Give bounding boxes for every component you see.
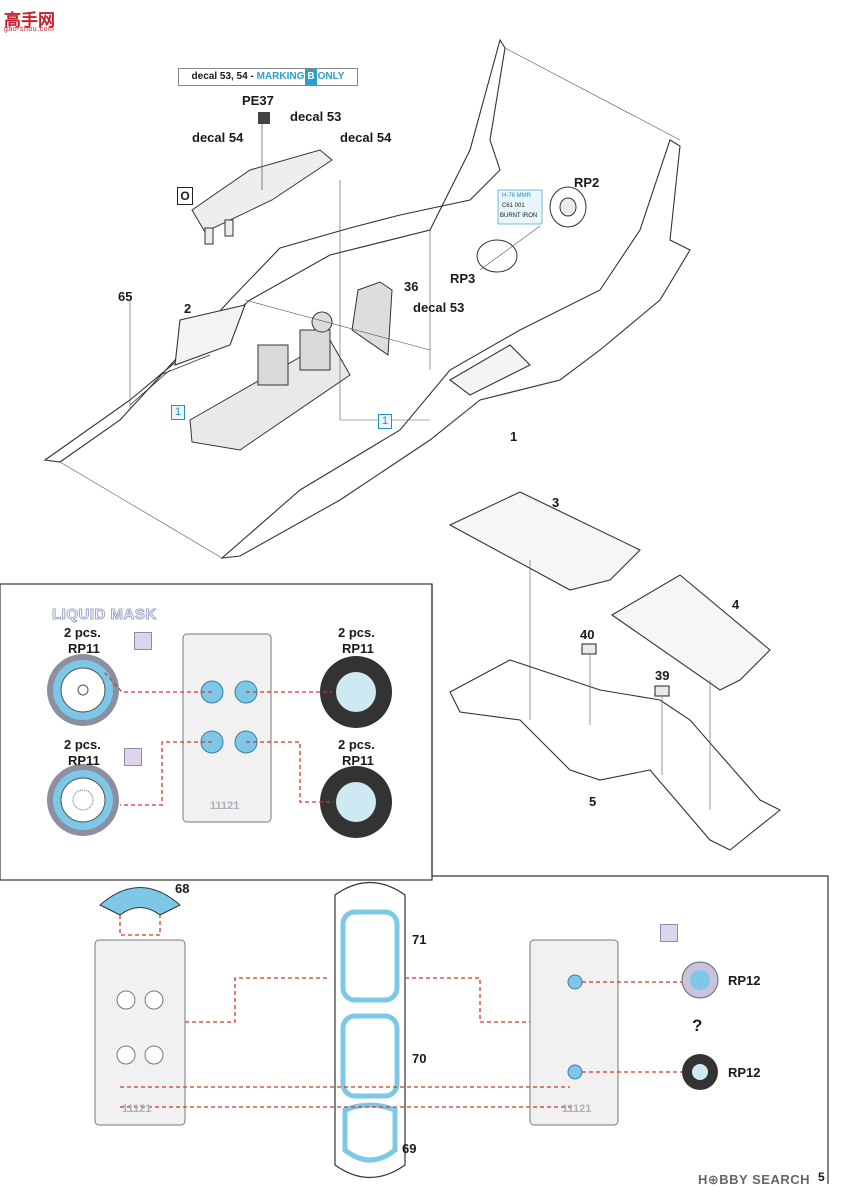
- mask-leader-lines: [103, 671, 334, 806]
- label-39: 39: [655, 668, 670, 683]
- label-5: 5: [589, 794, 597, 809]
- question-mark: ?: [692, 1016, 703, 1035]
- fuselage-half-1: [220, 139, 691, 559]
- color-swatch-3: [660, 924, 678, 942]
- label-2: 2: [184, 301, 192, 316]
- paint-note-2: C61 001: [502, 203, 525, 209]
- mask-sheet-1: [182, 633, 272, 823]
- label-decal53-b: decal 53: [413, 300, 465, 315]
- mask-sheet-2: [94, 939, 186, 1126]
- label-4: 4: [732, 597, 740, 612]
- label-40: 40: [580, 627, 595, 642]
- exhaust-parts: [476, 186, 587, 273]
- label-pe37: PE37: [242, 93, 274, 108]
- label-3: 3: [552, 495, 560, 510]
- label-68: 68: [175, 881, 190, 896]
- lt-qty: 2 pcs.: [64, 625, 101, 640]
- label-rp12-bottom: RP12: [728, 1065, 761, 1080]
- mask-sheet-3-number: 11121: [562, 1103, 592, 1115]
- part-36: [351, 281, 393, 356]
- open-symbol: O: [177, 187, 193, 205]
- label-rp12-top: RP12: [728, 973, 761, 988]
- canopy-leader-lines: [119, 915, 682, 1108]
- page-number: 5: [818, 1170, 825, 1184]
- marking-note-letter: B: [305, 69, 317, 85]
- part-68: [99, 887, 181, 916]
- sequence-box-a: 1: [171, 405, 185, 420]
- fuselage-half-2: [43, 38, 506, 463]
- marking-note-prefix: decal 53, 54 -: [191, 71, 257, 82]
- marking-note-marking: MARKING: [256, 71, 305, 82]
- wing-parts: [448, 491, 782, 851]
- wheel-right-top: [320, 656, 392, 728]
- mask-sheet-1-number: 11121: [210, 800, 240, 812]
- rt-qty: 2 pcs.: [338, 625, 375, 640]
- lb-part: RP11: [68, 753, 100, 768]
- wheel-left-bottom: [47, 764, 119, 836]
- label-71: 71: [412, 932, 427, 947]
- sequence-box-b: 1: [378, 414, 392, 429]
- paint-note-3: BURNT IRON: [500, 213, 538, 219]
- marking-note-suffix: ONLY: [317, 71, 345, 82]
- rp12-wheels: [681, 961, 719, 1090]
- watermark: 高手网: [4, 11, 55, 30]
- label-1: 1: [510, 429, 518, 444]
- mask-sheet-2-number: 11121: [122, 1103, 152, 1115]
- color-swatch-2: [124, 748, 142, 766]
- rb-qty: 2 pcs.: [338, 737, 375, 752]
- liquid-mask-title: LIQUID MASK: [52, 606, 157, 624]
- rt-part: RP11: [342, 641, 374, 656]
- watermark-url: gao-shou.com: [4, 26, 55, 33]
- label-65: 65: [118, 289, 133, 304]
- source-watermark: H⊕BBY SEARCH: [698, 1172, 810, 1187]
- label-rp3: RP3: [450, 271, 476, 286]
- label-decal54-a: decal 54: [192, 130, 244, 145]
- instrument-shroud: [191, 149, 333, 245]
- paint-note-1: H-76 MMR: [502, 193, 532, 199]
- mask-sheet-3: [529, 939, 619, 1126]
- cockpit-tub: [189, 311, 351, 451]
- lb-qty: 2 pcs.: [64, 737, 101, 752]
- label-70: 70: [412, 1051, 427, 1066]
- color-swatch-1: [134, 632, 152, 650]
- label-decal53-a: decal 53: [290, 109, 342, 124]
- label-rp2: RP2: [574, 175, 600, 190]
- label-69: 69: [402, 1141, 417, 1156]
- label-36: 36: [404, 279, 419, 294]
- wheel-left-top: [47, 654, 119, 726]
- rb-part: RP11: [342, 753, 374, 768]
- canopy-frame: [334, 882, 406, 1178]
- pe37-part: [258, 112, 270, 124]
- wheel-right-bottom: [320, 766, 392, 838]
- label-decal54-b: decal 54: [340, 130, 392, 145]
- wing-panel-border: [431, 584, 829, 1184]
- lt-part: RP11: [68, 641, 100, 656]
